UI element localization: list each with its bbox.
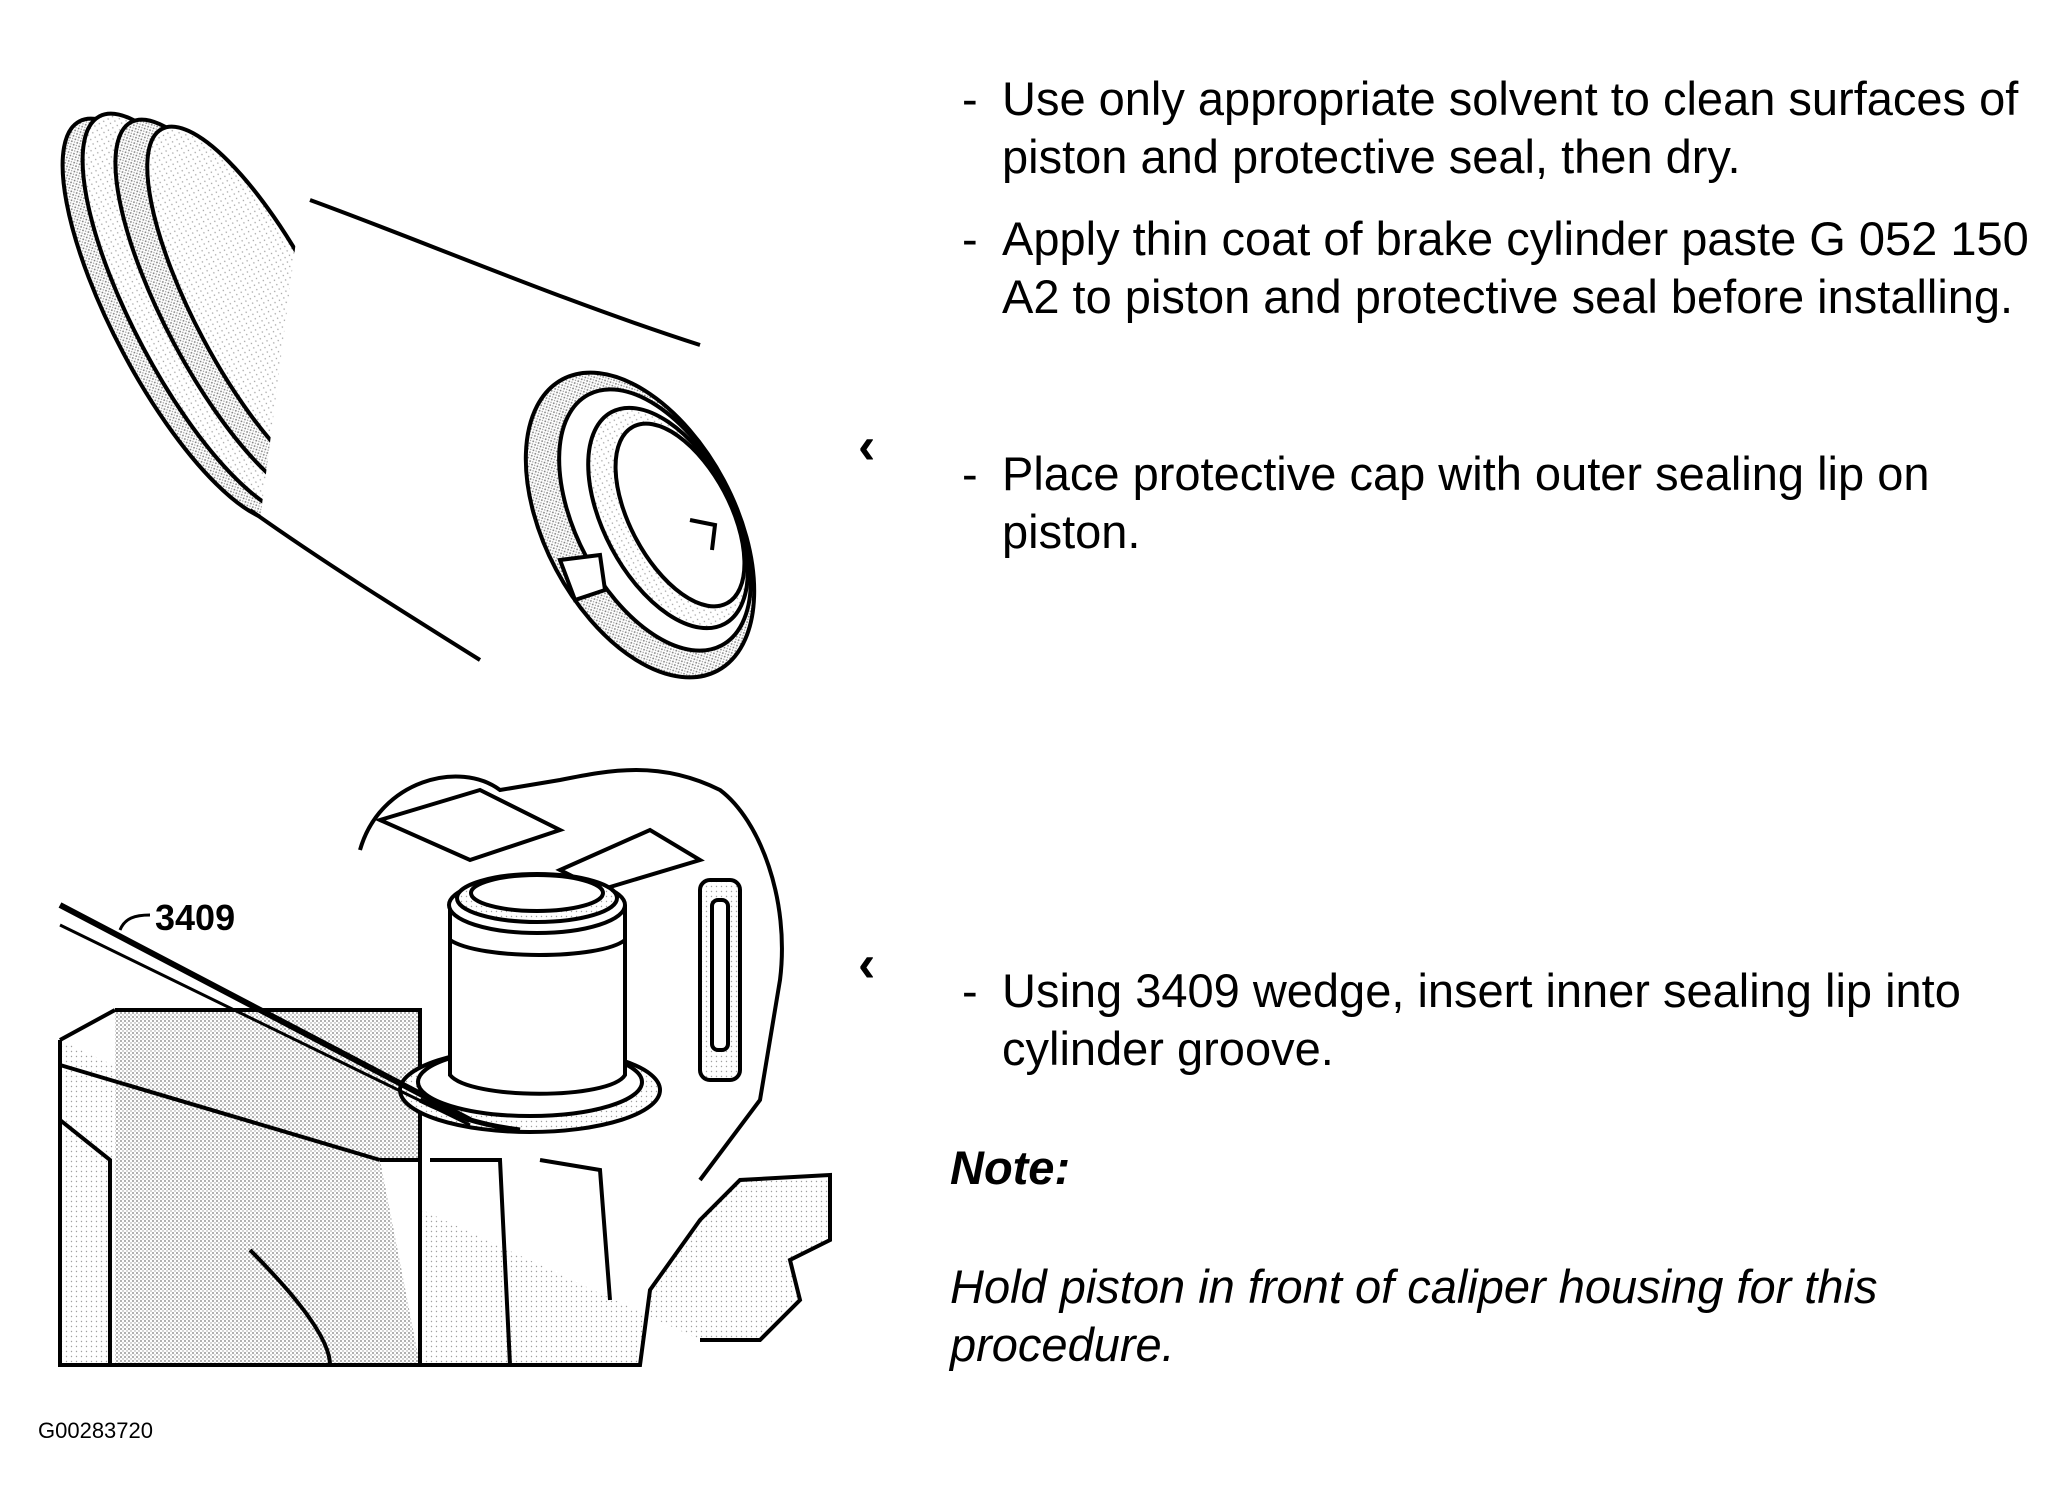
piston-with-seal-illustration bbox=[60, 111, 757, 680]
tool-callout-label: 3409 bbox=[155, 897, 235, 938]
pointer-arrow-icon: ‹ bbox=[858, 935, 876, 993]
caliper-with-wedge-illustration bbox=[58, 768, 832, 1367]
step-dash: - bbox=[962, 212, 978, 265]
note-body: Hold piston in front of caliper housing … bbox=[950, 1260, 1878, 1371]
pointer-arrow-icon: ‹ bbox=[858, 417, 876, 475]
illustration-area: 3409 bbox=[58, 111, 832, 1367]
step-dash: - bbox=[962, 964, 978, 1017]
step-dash: - bbox=[962, 447, 978, 500]
step-text: Place protective cap with outer sealing … bbox=[1002, 447, 1930, 558]
step-text: Using 3409 wedge, insert inner sealing l… bbox=[1002, 964, 1961, 1075]
step-text: Apply thin coat of brake cylinder paste … bbox=[1002, 212, 2029, 323]
note-title: Note: bbox=[950, 1141, 1071, 1194]
step-text: Use only appropriate solvent to clean su… bbox=[1002, 72, 2019, 183]
step-dash: - bbox=[962, 72, 978, 125]
figure-id: G00283720 bbox=[38, 1418, 153, 1443]
